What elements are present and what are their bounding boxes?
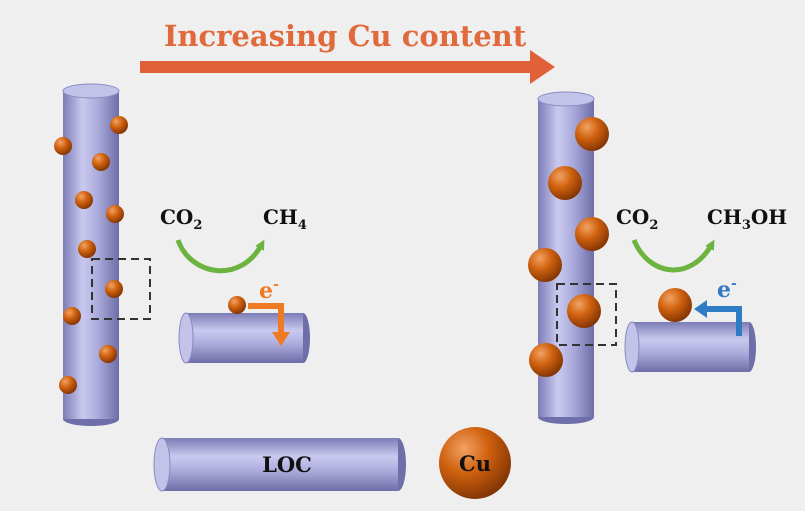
cu-particle [99,345,117,363]
right-zoom-cu-particle [658,288,692,322]
right-cu-particles [528,117,609,377]
right-electron-arrow [694,300,742,336]
cu-particle [78,240,96,258]
cu-particle [92,153,110,171]
left-reactant: CO2 [160,205,202,233]
cu-particle [59,376,77,394]
right-zoom-box [556,283,617,346]
left-product: CH4 [263,205,307,233]
cu-particle [54,137,72,155]
left-rod [62,83,120,426]
legend-cu-particle [439,427,511,499]
left-zoom-cu-particle [228,296,246,314]
left-electron-arrow [248,303,290,346]
cu-particle [567,294,601,328]
right-electron-label: e- [717,276,737,303]
cu-particle [575,217,609,251]
left-electron-label: e- [259,277,279,304]
cu-particle [106,205,124,223]
cu-particle [575,117,609,151]
cu-particle [548,166,582,200]
cu-particle [75,191,93,209]
right-green-arrow [631,238,715,273]
right-product: CH3OH [707,205,787,233]
legend-loc-rod [153,437,406,492]
increasing-arrow [140,50,555,84]
left-zoom-rod [178,312,310,364]
left-green-arrow [175,239,265,274]
cu-particle [110,116,128,134]
title: Increasing Cu content [164,19,527,53]
left-cu-particles [54,116,128,394]
cu-particle [529,343,563,377]
right-zoom-rod [624,321,756,373]
cu-particle [63,307,81,325]
cu-particle [528,248,562,282]
left-zoom-box [91,258,151,320]
legend-cu-label: Cu [459,451,491,476]
right-reactant: CO2 [616,205,658,233]
cu-particle [105,280,123,298]
legend-loc-label: LOC [262,452,312,477]
